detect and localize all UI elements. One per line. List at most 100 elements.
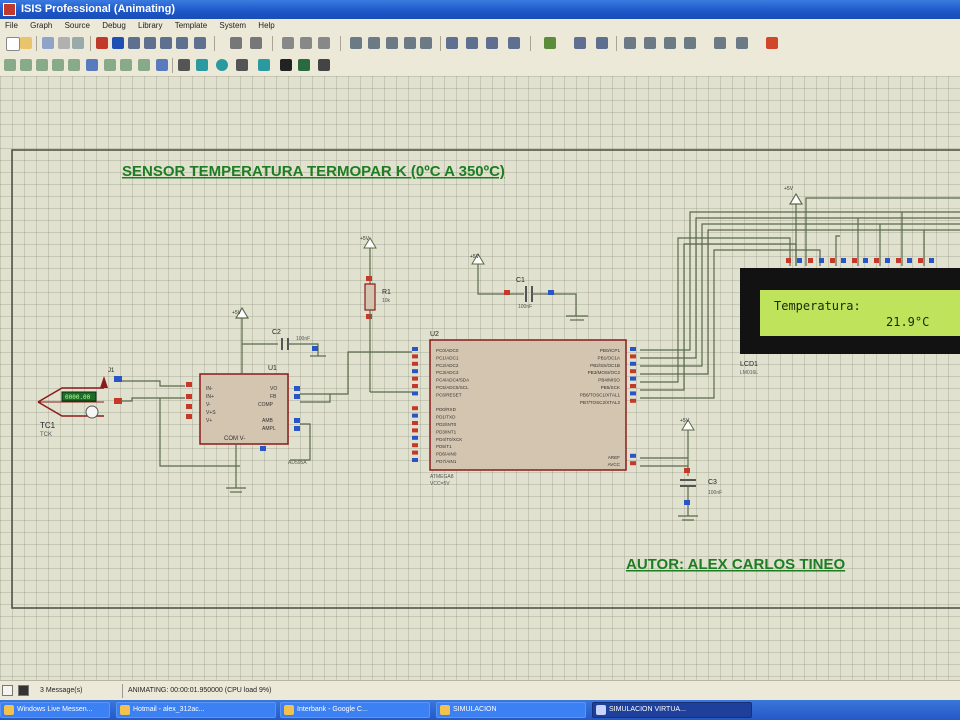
pin-icon[interactable] (138, 59, 150, 71)
menu-help[interactable]: Help (258, 21, 275, 30)
block-copy-icon[interactable] (350, 37, 362, 49)
stop-button[interactable] (18, 685, 29, 696)
component-mode-icon[interactable] (20, 59, 32, 71)
block-rotate-icon[interactable] (386, 37, 398, 49)
zoom-tool-icon[interactable] (446, 37, 458, 49)
selection-mode-icon[interactable] (4, 59, 16, 71)
text-script-icon[interactable] (68, 59, 80, 71)
taskbar-item-hotmail[interactable]: Hotmail - alex_312ac... (116, 702, 276, 718)
zoom-all-icon[interactable] (160, 37, 172, 49)
symbol-icon[interactable] (298, 59, 310, 71)
menu-graph[interactable]: Graph (30, 21, 53, 30)
page-icon[interactable] (714, 37, 726, 49)
graph-mode-icon[interactable] (156, 59, 168, 71)
arc-icon[interactable] (236, 59, 248, 71)
taskbar-label: Windows Live Messen... (17, 706, 93, 713)
netlist-icon[interactable] (596, 37, 608, 49)
block-delete-icon[interactable] (404, 37, 416, 49)
ic-u1-ad595[interactable]: U1 IN- IN+ V- V+S V+ VO FB COMP AMB AMPL… (186, 365, 307, 466)
taskbar-item-messenger[interactable]: Windows Live Messen... (0, 702, 110, 718)
u2-pin-stub (630, 391, 636, 396)
new-file-icon[interactable] (6, 37, 20, 51)
u2-pin-stub (630, 361, 636, 366)
graph-icon[interactable] (684, 37, 696, 49)
menu-source[interactable]: Source (64, 21, 90, 30)
schematic-drawing: SENSOR TEMPERATURA TERMOPAR K (0ºC A 350… (11, 149, 960, 609)
open-folder-icon[interactable] (20, 37, 32, 49)
wire-label-icon[interactable] (52, 59, 64, 71)
schematic-canvas[interactable]: SENSOR TEMPERATURA TERMOPAR K (0ºC A 350… (0, 76, 960, 680)
u2-pin-label-left: PD2/INT0 (436, 422, 457, 427)
ares-icon[interactable] (664, 37, 676, 49)
marker-icon[interactable] (318, 59, 330, 71)
design-explorer-icon[interactable] (544, 37, 556, 49)
capacitor-c2[interactable]: C2 100nF (272, 329, 326, 357)
property-assign-icon[interactable] (508, 37, 520, 49)
lcd-display-lcd1[interactable]: Temperatura: 21.9°C LCD1 LM016L (740, 268, 960, 376)
u2-pin-label-left: PC2/ADC2 (436, 363, 459, 368)
box-icon[interactable] (196, 59, 208, 71)
electrical-check-icon[interactable] (644, 37, 656, 49)
menu-template[interactable]: Template (174, 21, 208, 30)
play-button[interactable] (2, 685, 13, 696)
menu-debug[interactable]: Debug (102, 21, 126, 30)
wire-autorouter-icon[interactable] (466, 37, 478, 49)
import-icon[interactable] (58, 37, 70, 49)
menu-system[interactable]: System (219, 21, 247, 30)
toolbar-separator (616, 36, 617, 51)
menu-file[interactable]: File (5, 21, 18, 30)
ic-u2-atmega8[interactable]: U2 ATMEGA8 VCC=5V PC0/ADC0PC1/ADC1PC2/AD… (412, 331, 636, 487)
taskbar-item-simulacion-virtual[interactable]: SIMULACION VIRTUA... (592, 702, 752, 718)
u2-pin-label-right: PB5/SCK (601, 385, 621, 390)
thermocouple-tc1[interactable]: 0000.00 TC1 TCK (37, 376, 108, 438)
taskbar-item-simulacion[interactable]: SIMULACION (436, 702, 586, 718)
pick-device-icon[interactable] (420, 37, 432, 49)
u2-pin-stubs (412, 347, 636, 466)
capacitor-c1[interactable]: C1 100nF (471, 253, 588, 321)
redo-icon[interactable] (250, 37, 262, 49)
copy-icon[interactable] (300, 37, 312, 49)
message-count[interactable]: 3 Message(s) (40, 687, 83, 694)
zoom-fit-icon[interactable] (194, 37, 206, 49)
junction-icon[interactable] (36, 59, 48, 71)
text-tool-icon[interactable] (280, 59, 292, 71)
block-move-icon[interactable] (368, 37, 380, 49)
zoom-in-icon[interactable] (128, 37, 140, 49)
taskbar-item-interbank[interactable]: Interbank - Google C... (280, 702, 430, 718)
circle-icon[interactable] (216, 59, 228, 71)
binoculars-icon[interactable] (574, 37, 586, 49)
cut-icon[interactable] (282, 37, 294, 49)
search-tag-icon[interactable] (486, 37, 498, 49)
stop-icon[interactable] (766, 37, 778, 49)
u2-pin-stub (412, 347, 418, 351)
capacitor-c3[interactable]: C3 100nF (640, 419, 722, 521)
undo-icon[interactable] (230, 37, 242, 49)
origin-icon[interactable] (96, 37, 108, 49)
bill-of-materials-icon[interactable] (624, 37, 636, 49)
u2-pin-label-left: PC3/ADC3 (436, 370, 459, 375)
path-icon[interactable] (258, 59, 270, 71)
zoom-area-icon[interactable] (176, 37, 188, 49)
terminal-icon[interactable] (120, 59, 132, 71)
subcircuit-icon[interactable] (104, 59, 116, 71)
paste-icon[interactable] (318, 37, 330, 49)
zoom-out-icon[interactable] (144, 37, 156, 49)
u2-pin-label-left: PD3/INT1 (436, 429, 457, 434)
bus-icon[interactable] (86, 59, 98, 71)
resistor-r1[interactable]: R1 10k (363, 237, 391, 392)
export-icon[interactable] (736, 37, 748, 49)
save-icon[interactable] (42, 37, 54, 49)
lcd-pin (918, 258, 923, 263)
vcc-label-lcd: +5V (784, 186, 794, 192)
menu-library[interactable]: Library (138, 21, 163, 30)
u2-pin-label-left: PC0/ADC0 (436, 348, 459, 353)
tc1-ref: TC1 (40, 421, 56, 430)
u2-pin-label-left: PC4/ADC4/SDA (436, 378, 470, 383)
line-icon[interactable] (178, 59, 190, 71)
simulation-status: ANIMATING: 00:00:01.950000 (CPU load 9%) (128, 687, 272, 694)
thermocouple-reading: 0000.00 (65, 394, 91, 401)
u2-pin-label-right: PB6/TOSC1/XTAL1 (580, 392, 621, 397)
pan-icon[interactable] (112, 37, 124, 49)
u2-pin-stub (630, 354, 636, 359)
print-icon[interactable] (72, 37, 84, 49)
